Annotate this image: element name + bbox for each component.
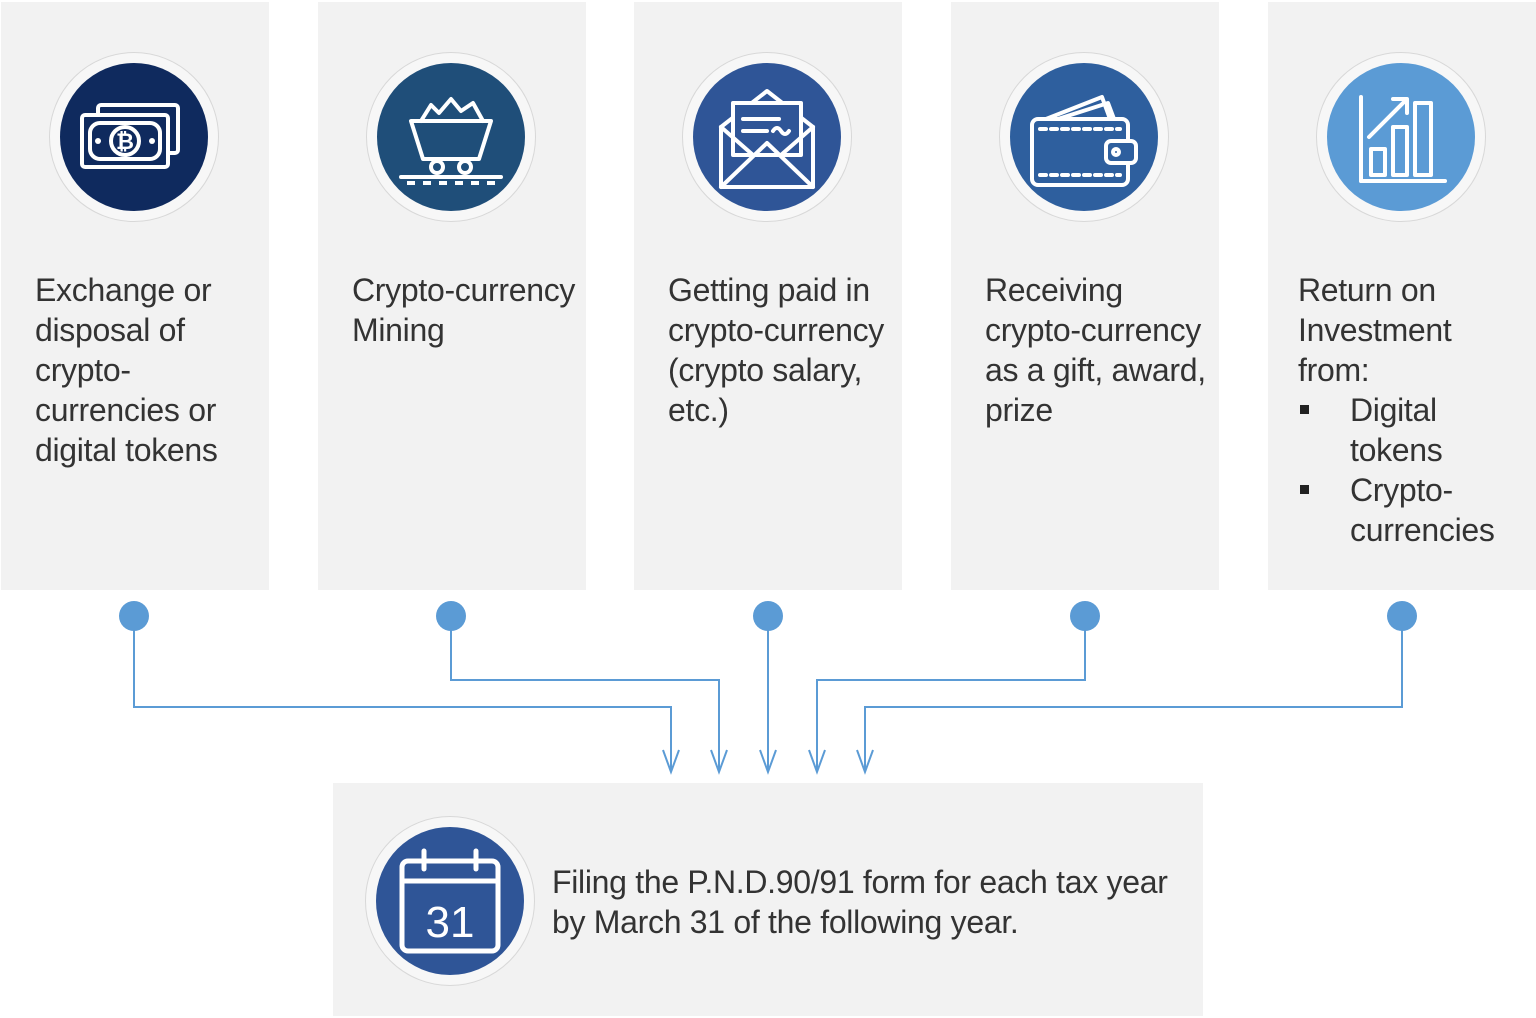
connector-arrowhead <box>759 749 777 775</box>
bullet-list: Digital tokens Crypto-currencies <box>1298 390 1523 550</box>
envelope-letter-icon <box>693 63 841 211</box>
connector-dot <box>436 601 466 631</box>
connector-arrowhead <box>710 749 728 775</box>
mining-cart-icon <box>377 63 525 211</box>
icon-badge: 31 <box>365 816 535 986</box>
connector-dot <box>753 601 783 631</box>
card-text: Crypto-currency Mining <box>352 272 576 348</box>
connector-line <box>450 616 720 772</box>
icon-badge <box>999 52 1169 222</box>
connector-arrowhead <box>856 749 874 775</box>
connector-dot <box>119 601 149 631</box>
card-text: Receiving crypto-currency as a gift, awa… <box>985 272 1206 428</box>
connector-line <box>816 616 1086 772</box>
svg-text:₿: ₿ <box>116 130 134 155</box>
card-return-on-investment: Return on Investment from: Digital token… <box>1268 2 1536 590</box>
card-gift-award: Receiving crypto-currency as a gift, awa… <box>951 2 1219 590</box>
filing-text: Filing the P.N.D.90/91 form for each tax… <box>552 864 1168 940</box>
icon-badge <box>366 52 536 222</box>
calendar-day: 31 <box>426 898 475 947</box>
icon-badge <box>682 52 852 222</box>
connector-line <box>864 616 1403 772</box>
calendar-icon: 31 <box>376 827 524 975</box>
connector-line <box>133 616 672 772</box>
connector-arrowhead <box>662 749 680 775</box>
filing-box: 31 Filing the P.N.D.90/91 form for each … <box>333 783 1203 1016</box>
card-text: Getting paid in crypto-currency (crypto … <box>668 272 885 428</box>
card-paid-in-crypto: Getting paid in crypto-currency (crypto … <box>634 2 902 590</box>
icon-badge <box>1316 52 1486 222</box>
bullet-item: Crypto-currencies <box>1298 470 1523 550</box>
card-text: Return on Investment from: Digital token… <box>1298 270 1523 550</box>
growth-chart-icon <box>1327 63 1475 211</box>
card-intro: Return on Investment from: <box>1298 272 1452 388</box>
card-mining: Crypto-currency Mining <box>318 2 586 590</box>
icon-badge: ₿ <box>49 52 219 222</box>
connector-dot <box>1387 601 1417 631</box>
connector-arrowhead <box>808 749 826 775</box>
connector-dot <box>1070 601 1100 631</box>
bitcoin-banknote-icon: ₿ <box>60 63 208 211</box>
card-exchange-disposal: ₿ Exchange or disposal of crypto-currenc… <box>1 2 269 590</box>
card-text: Exchange or disposal of crypto-currencie… <box>35 272 218 468</box>
bullet-item: Digital tokens <box>1298 390 1523 470</box>
wallet-cards-icon <box>1010 63 1158 211</box>
